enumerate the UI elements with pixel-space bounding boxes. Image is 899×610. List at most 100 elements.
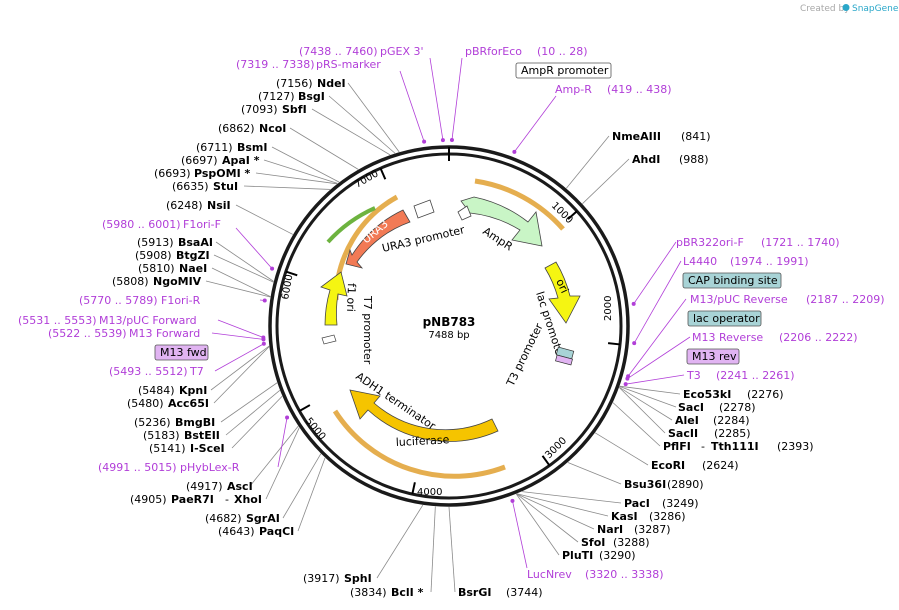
site-leader-line (347, 82, 400, 153)
site-leader-line (567, 462, 622, 485)
site-leader-line (220, 382, 278, 423)
primer-pgex3-name: pGEX 3' (380, 45, 424, 58)
site-ncoi-pos: (6862) (218, 122, 255, 135)
site-ngomiv-pos: (5808) (112, 275, 149, 288)
primer-prs-marker-range: (7319 .. 7338) (236, 58, 315, 71)
site-leader-line (376, 504, 424, 579)
t7-promoter-label: T7 promoter (361, 295, 374, 365)
primer-leader-line (633, 260, 682, 344)
primer-leader-line (235, 227, 273, 269)
site-sbfi-name: SbfI (282, 103, 307, 116)
primer-f1ori-f-range: (5980 .. 6001) (102, 218, 181, 231)
primer-mark (422, 139, 427, 144)
site-nmeaiii-name: NmeAIII (612, 130, 661, 143)
site-bsaai-pos: (5913) (137, 236, 174, 249)
site-naei-pos: (5810) (138, 262, 175, 275)
site-leader-line (243, 185, 331, 190)
primer-f1ori-f-name: F1ori-F (183, 218, 221, 231)
site-leader-lines (205, 82, 681, 593)
lac-operator-label: lac operator (693, 312, 760, 325)
primer-marks (211, 57, 691, 569)
site-leader-line (516, 493, 609, 517)
tick-7000 (379, 167, 387, 180)
site-paer7i-sep: - (225, 493, 229, 506)
snapgene-logo-icon (842, 4, 850, 11)
site-ndei-name: NdeI (317, 77, 346, 90)
primer-leader-line (277, 417, 288, 468)
lac-operator-box (687, 310, 762, 327)
site-kasi-pos: (3286) (649, 510, 686, 523)
primer-mark (632, 341, 637, 346)
tick-5000 (298, 404, 311, 412)
site-leader-line (249, 425, 299, 487)
site-pflfi-name: PflFI (663, 440, 691, 453)
primer-f1ori-r-range: (5770 .. 5789) (79, 294, 158, 307)
primer-m13-puc-reverse-range: (2187 .. 2209) (806, 293, 885, 306)
ura3-arrow (345, 209, 411, 269)
site-btgzi-name: BtgZI (176, 249, 210, 262)
site-bmgbi-name: BmgBI (175, 416, 215, 429)
tick-2000 (607, 342, 621, 346)
primer-pbr322ori-f-range: (1721 .. 1740) (761, 236, 840, 249)
plasmid-size: 7488 bp (428, 330, 469, 341)
site-nsii-pos: (6248) (166, 199, 203, 212)
primer-leader-line (217, 319, 264, 338)
primer-mark (512, 149, 517, 154)
site-xhoi-name: XhoI (234, 493, 262, 506)
site-ahdi-name: AhdI (632, 153, 660, 166)
primer-phyblex-r-name: pHybLex-R (180, 461, 240, 474)
site-leader-line (430, 506, 436, 593)
site-acc65i-pos: (5480) (127, 397, 164, 410)
plasmid-name: pNB783 (423, 315, 476, 329)
primer-leader-line (429, 57, 444, 141)
site-leader-line (619, 385, 681, 395)
site-iscei-pos: (5141) (149, 442, 186, 455)
primer-mark (510, 498, 515, 503)
cap-binding-site-box (682, 272, 782, 289)
tick-1000 (567, 210, 578, 220)
site-leader-line (211, 267, 271, 298)
site-ahdi-pos: (988) (679, 153, 709, 166)
m13-fwd-label: M13 fwd (160, 346, 207, 359)
site-sgrai-pos: (4682) (205, 512, 242, 525)
primer-leader-line (512, 500, 528, 569)
luciferase-arrow (349, 389, 499, 442)
primer-phyblex-r-range: (4991 .. 5015) (98, 461, 177, 474)
site-leader-line (231, 395, 283, 449)
site-sacii-pos: (2285) (714, 427, 751, 440)
site-bsu36i-pos: (2890) (667, 478, 704, 491)
site-leader-line (265, 427, 300, 500)
tick-marks (285, 167, 621, 495)
t3-promoter-label: T3 promoter (504, 321, 546, 389)
site-btgzi-pos: (5908) (135, 249, 172, 262)
site-leader-line (213, 346, 270, 404)
primer-leader-line (451, 57, 463, 141)
tick-label-6000: 6000 (280, 274, 295, 301)
primer-mark (625, 376, 630, 381)
site-pflfi-sep: - (701, 440, 705, 453)
ampr-label: AmpR (480, 225, 515, 254)
primer-pgex3-range: (7438 .. 7460) (299, 45, 378, 58)
site-ngomiv-name: NgoMIV (153, 275, 202, 288)
tick-label-5000: 5000 (303, 416, 328, 443)
primer-leader-line (211, 332, 264, 340)
site-leader-line (210, 345, 270, 391)
site-ndei-pos: (7156) (276, 77, 313, 90)
site-pflfi-pos: (2393) (777, 440, 814, 453)
site-paci-pos: (3249) (662, 497, 699, 510)
primer-mark (261, 335, 266, 340)
tick-label-4000: 4000 (417, 487, 442, 498)
site-bsmi-name: BsmI (237, 141, 268, 154)
site-paer7i-name: PaeR7I (171, 493, 214, 506)
primer-leader-line (214, 343, 265, 372)
site-paer7i-pos: (4905) (130, 493, 167, 506)
ori-label: ori (553, 277, 571, 295)
site-bsgi-pos: (7127) (258, 90, 295, 103)
site-apai-pos: (6697) (181, 154, 218, 167)
site-leader-line (282, 453, 322, 519)
site-leader-line (515, 493, 560, 556)
site-bsrgi-name: BsrGI (458, 586, 491, 599)
site-leader-line (289, 127, 359, 170)
site-eco53ki-name: Eco53kI (683, 388, 731, 401)
